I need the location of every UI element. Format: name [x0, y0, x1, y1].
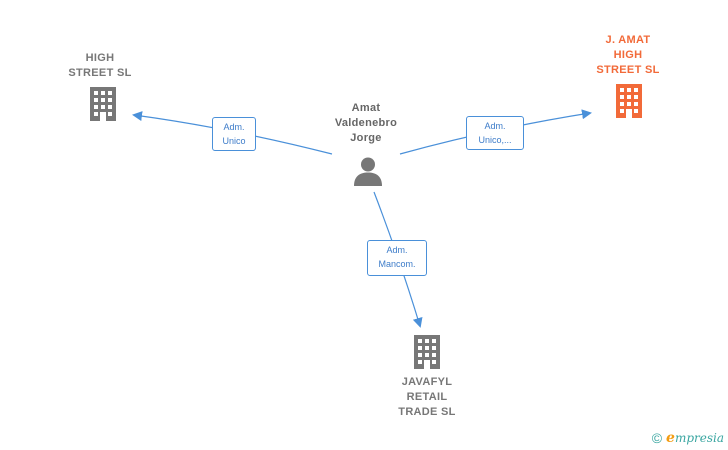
- copyright-symbol: ©: [651, 430, 663, 446]
- edge-label-high-street[interactable]: Adm. Unico: [212, 117, 256, 151]
- node-label-j-amat[interactable]: J. AMAT HIGH STREET SL: [596, 34, 660, 76]
- brand-logo[interactable]: empresia: [666, 430, 724, 446]
- building-icon[interactable]: [613, 83, 645, 119]
- edge-label-javafyl[interactable]: Adm. Mancom.: [367, 240, 427, 276]
- edge-label-j-amat[interactable]: Adm. Unico,...: [466, 116, 524, 150]
- node-label-person[interactable]: Amat Valdenebro Jorge: [334, 102, 398, 144]
- building-icon[interactable]: [87, 86, 119, 122]
- node-label-javafyl[interactable]: JAVAFYL RETAIL TRADE SL: [398, 376, 456, 418]
- brand-name: mpresia: [674, 431, 724, 445]
- brand-footer: © empresia: [652, 430, 724, 446]
- node-label-high-street[interactable]: HIGH STREET SL: [68, 52, 132, 79]
- person-icon[interactable]: [353, 156, 383, 186]
- building-icon[interactable]: [411, 334, 443, 370]
- brand-initial: e: [666, 430, 675, 446]
